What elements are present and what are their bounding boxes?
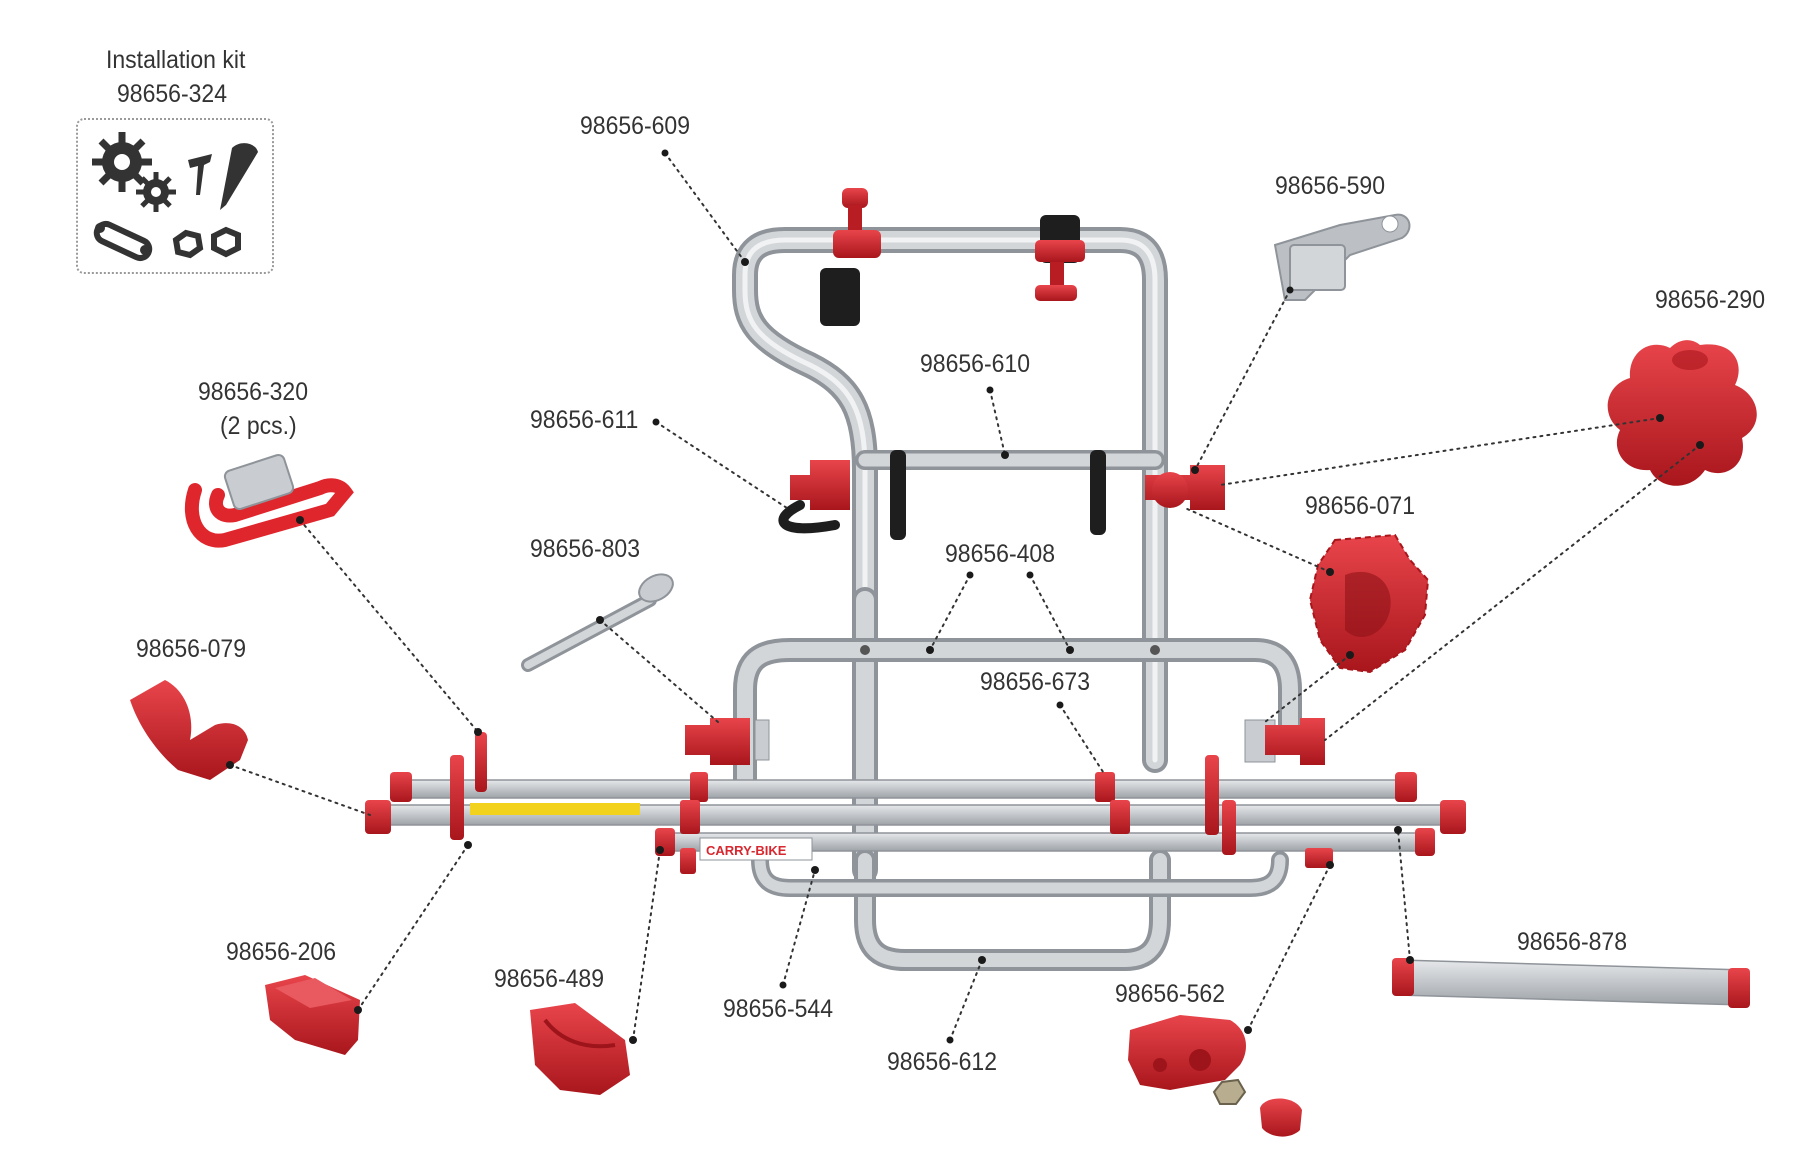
leader-98656-408b bbox=[1029, 574, 1071, 651]
part-98656-320-strap bbox=[184, 453, 354, 548]
leader-98656-320 bbox=[299, 519, 479, 733]
part-label-98656-320-note: (2 pcs.) bbox=[220, 412, 297, 440]
screws-icon bbox=[188, 143, 258, 210]
leader-98656-206 bbox=[357, 844, 469, 1011]
part-label-98656-408: 98656-408 bbox=[945, 540, 1055, 568]
lower-frame bbox=[733, 638, 1302, 971]
installation-kit-code: 98656-324 bbox=[117, 80, 227, 108]
bike-rails: CARRY-BIKE bbox=[365, 732, 1466, 874]
part-98656-489-cover bbox=[530, 1003, 630, 1095]
part-label-98656-079: 98656-079 bbox=[136, 635, 246, 663]
leader-98656-562 bbox=[1247, 864, 1331, 1031]
part-label-98656-320: 98656-320 bbox=[198, 378, 308, 406]
part-98656-071-toothed-clamp bbox=[1308, 533, 1430, 674]
part-label-98656-611: 98656-611 bbox=[530, 406, 639, 434]
leader-98656-803 bbox=[599, 619, 719, 723]
installation-kit-title: Installation kit bbox=[106, 46, 246, 74]
frame-clamps bbox=[685, 188, 1325, 765]
part-label-98656-590: 98656-590 bbox=[1275, 172, 1385, 200]
leader-98656-590 bbox=[1194, 289, 1291, 471]
leader-dots bbox=[226, 149, 1704, 1044]
installation-kit-box bbox=[76, 118, 274, 274]
part-label-98656-878: 98656-878 bbox=[1517, 928, 1627, 956]
part-label-98656-803: 98656-803 bbox=[530, 535, 640, 563]
leader-98656-878 bbox=[1397, 829, 1411, 961]
installation-kit-icons bbox=[92, 132, 258, 262]
part-98656-290-star-knob bbox=[1607, 340, 1757, 486]
leader-98656-611 bbox=[655, 421, 791, 511]
chain-link-icon bbox=[93, 220, 153, 262]
part-label-98656-610: 98656-610 bbox=[920, 350, 1030, 378]
leader-98656-612 bbox=[949, 959, 983, 1041]
leader-98656-290b bbox=[1324, 444, 1701, 741]
part-98656-803-bolt bbox=[521, 573, 674, 672]
leader-lines bbox=[229, 152, 1701, 1041]
leader-98656-544 bbox=[782, 869, 816, 986]
part-label-98656-206: 98656-206 bbox=[226, 938, 336, 966]
leader-98656-071 bbox=[1184, 507, 1331, 573]
part-label-98656-544: 98656-544 bbox=[723, 995, 833, 1023]
part-98656-079-wheel-holder bbox=[130, 680, 248, 780]
leader-98656-408a bbox=[929, 574, 971, 651]
nuts-icon bbox=[172, 226, 241, 259]
leader-98656-609 bbox=[664, 152, 746, 263]
part-label-98656-609: 98656-609 bbox=[580, 112, 690, 140]
leader-98656-489 bbox=[632, 849, 661, 1041]
leader-98656-071b bbox=[1264, 654, 1351, 723]
gears-icon bbox=[92, 132, 176, 212]
part-label-98656-562: 98656-562 bbox=[1115, 980, 1225, 1008]
part-label-98656-673: 98656-673 bbox=[980, 668, 1090, 696]
leader-98656-610 bbox=[989, 389, 1006, 456]
leader-98656-290 bbox=[1219, 417, 1661, 486]
part-label-98656-612: 98656-612 bbox=[887, 1048, 997, 1076]
part-label-98656-290: 98656-290 bbox=[1655, 286, 1765, 314]
part-label-98656-489: 98656-489 bbox=[494, 965, 604, 993]
part-98656-590-buckle bbox=[1273, 213, 1411, 301]
leader-98656-673 bbox=[1059, 704, 1106, 776]
leader-98656-079 bbox=[229, 764, 371, 816]
part-98656-562-knob-holder bbox=[1128, 1015, 1302, 1137]
part-98656-878-rail bbox=[1392, 958, 1750, 1008]
part-label-98656-071: 98656-071 bbox=[1305, 492, 1415, 520]
part-98656-206-end-cap bbox=[265, 975, 360, 1055]
carry-bike-logo: CARRY-BIKE bbox=[706, 843, 787, 858]
